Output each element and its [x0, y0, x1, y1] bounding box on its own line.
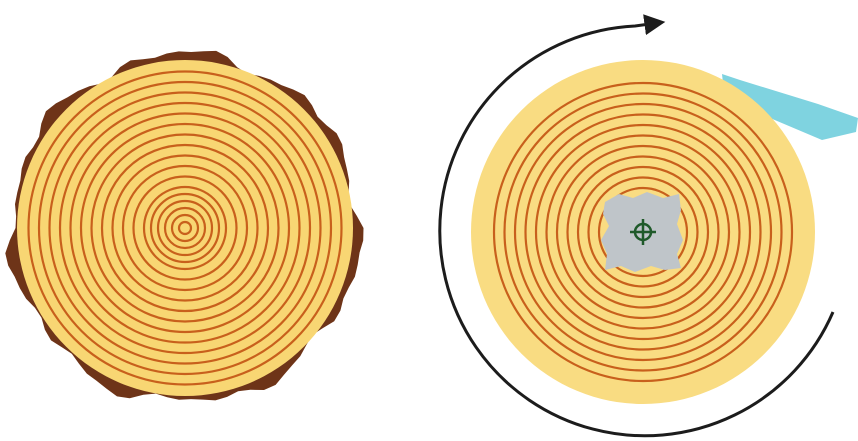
log-cross-section: [5, 51, 363, 401]
wood-face: [17, 60, 353, 396]
rotary-peeling-log: [471, 60, 858, 404]
